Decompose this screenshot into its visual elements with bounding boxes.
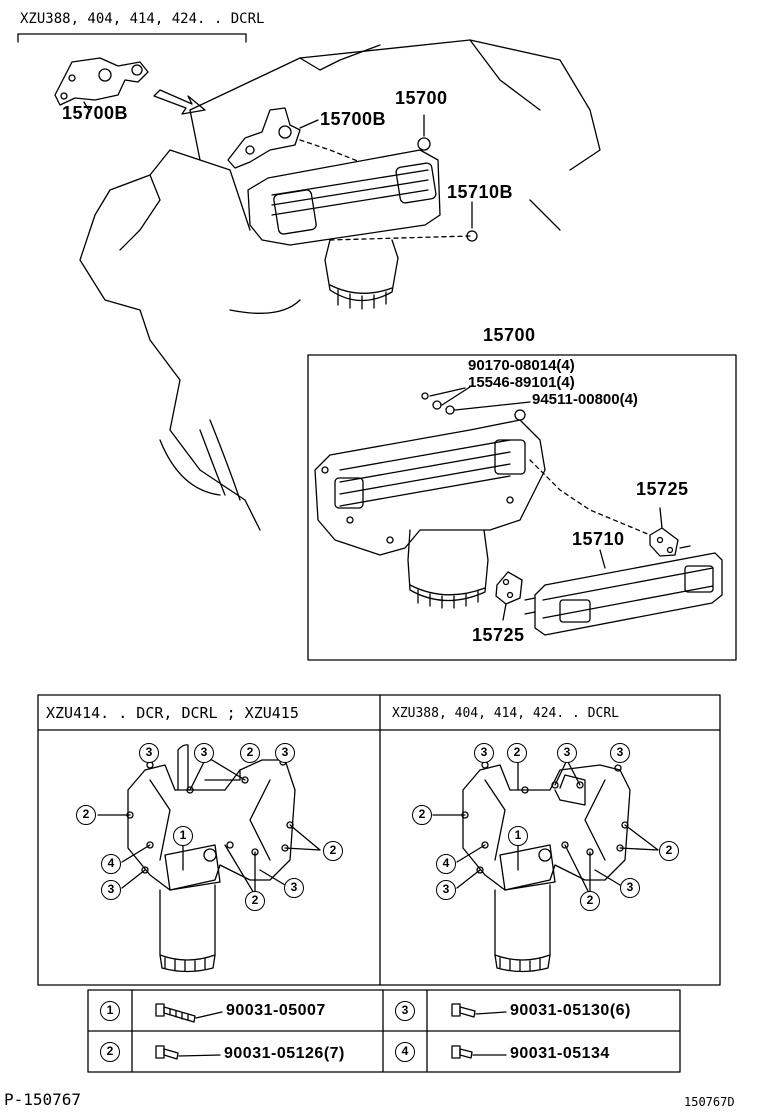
bolt-icon-3 xyxy=(451,1003,507,1018)
detail-part-1: 90170-08014(4) xyxy=(468,357,575,374)
detail-small-parts xyxy=(421,384,531,415)
detail-part-2: 15546-89101(4) xyxy=(468,374,575,391)
engine-outline xyxy=(79,39,601,531)
bolt-table-key-1: 1 xyxy=(100,1001,120,1021)
callout-right-3c: 3 xyxy=(610,743,630,763)
label-15700B-small: 15700B xyxy=(62,103,129,123)
right-panel-housing xyxy=(461,761,631,973)
callout-left-3b: 3 xyxy=(194,743,214,763)
callout-right-2a: 2 xyxy=(507,743,527,763)
left-panel-housing xyxy=(126,744,296,973)
label-15710B: 15710B xyxy=(447,182,514,202)
bolt-table-part-1: 90031-05007 xyxy=(226,1002,326,1019)
bottom-panel-frame xyxy=(37,694,721,986)
bolt-table-part-3: 90031-05130(6) xyxy=(510,1002,631,1019)
callout-right-2d: 2 xyxy=(580,891,600,911)
callout-right-2c: 2 xyxy=(659,841,679,861)
callout-left-3c: 3 xyxy=(275,743,295,763)
callout-left-3e: 3 xyxy=(284,878,304,898)
detail-cooler-body xyxy=(314,409,546,609)
callout-left-3a: 3 xyxy=(139,743,159,763)
bolt-icon-1 xyxy=(155,1003,223,1023)
panel-left-title: XZU414. . DCR, DCRL ; XZU415 xyxy=(46,704,299,722)
callout-right-3e: 3 xyxy=(620,878,640,898)
leader-top xyxy=(83,101,91,113)
callout-right-1: 1 xyxy=(508,826,528,846)
bolt-table-part-4: 90031-05134 xyxy=(510,1045,610,1062)
bolt-icon-4 xyxy=(451,1045,507,1059)
bolt-icon-2 xyxy=(155,1045,221,1060)
bolt-table-key-4: 4 xyxy=(395,1042,415,1062)
direction-arrow xyxy=(153,89,206,115)
footer-reference-code: 150767D xyxy=(684,1095,735,1109)
callout-right-3d: 3 xyxy=(436,880,456,900)
footer-diagram-id: P-150767 xyxy=(4,1090,82,1109)
bracket-15700B-engine xyxy=(227,107,301,169)
callout-right-2b: 2 xyxy=(412,805,432,825)
callout-left-1: 1 xyxy=(173,826,193,846)
callout-left-2a: 2 xyxy=(240,743,260,763)
bolt-table-part-2: 90031-05126(7) xyxy=(224,1045,345,1062)
callout-right-3b: 3 xyxy=(557,743,577,763)
callout-left-3d: 3 xyxy=(101,880,121,900)
oil-cooler-assembly-top xyxy=(247,137,478,310)
callout-left-2d: 2 xyxy=(245,891,265,911)
right-panel-leaders xyxy=(432,754,659,896)
variant-caption: XZU388, 404, 414, 424. . DCRL xyxy=(20,11,265,27)
label-15710: 15710 xyxy=(572,529,625,549)
label-15700B-engine: 15700B xyxy=(320,109,387,129)
callout-left-2b: 2 xyxy=(76,805,96,825)
detail-part-3: 94511-00800(4) xyxy=(532,391,638,408)
bolt-table-key-2: 2 xyxy=(100,1042,120,1062)
label-15725-upper: 15725 xyxy=(636,479,689,499)
label-15700-top: 15700 xyxy=(395,88,448,108)
callout-right-4: 4 xyxy=(436,854,456,874)
callout-right-3a: 3 xyxy=(474,743,494,763)
bolt-table-key-3: 3 xyxy=(395,1001,415,1021)
label-15700-detail: 15700 xyxy=(483,325,536,345)
callout-left-4: 4 xyxy=(101,854,121,874)
detail-box xyxy=(307,354,737,661)
bracket-15700B-small xyxy=(54,57,149,106)
callout-left-2c: 2 xyxy=(323,841,343,861)
label-15725-lower: 15725 xyxy=(472,625,525,645)
panel-right-title: XZU388, 404, 414, 424. . DCRL xyxy=(392,706,619,721)
variant-bracket xyxy=(17,33,247,43)
